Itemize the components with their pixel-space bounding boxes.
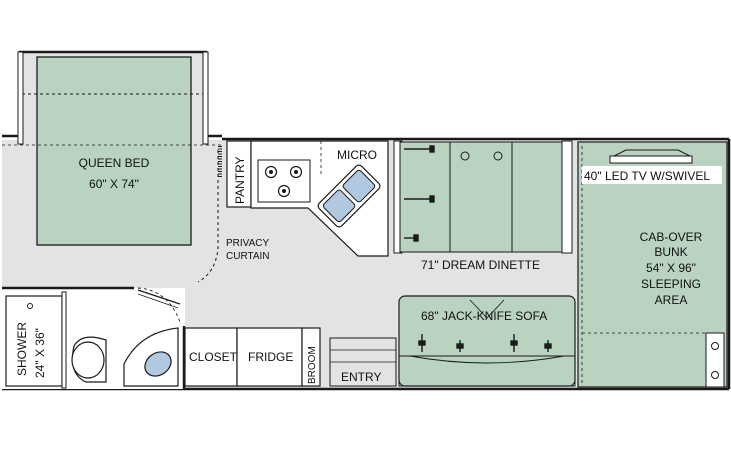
shower-curtain-rod xyxy=(61,291,67,389)
fridge xyxy=(236,327,303,387)
entry-label: ENTRY xyxy=(341,370,381,384)
svg-text:SLEEPING: SLEEPING xyxy=(641,277,701,291)
slideout-wall-left xyxy=(17,51,24,145)
svg-text:CAB-OVER: CAB-OVER xyxy=(640,230,703,244)
sofa-front-line xyxy=(409,355,565,364)
dinette-cupholder xyxy=(493,151,503,161)
burner xyxy=(264,165,278,179)
svg-text:54" X 96": 54" X 96" xyxy=(646,261,696,275)
slideout-wall-right xyxy=(202,51,209,145)
tv-label-bg xyxy=(582,166,722,184)
broom-closet xyxy=(301,327,321,387)
dinette-seat-rear xyxy=(399,141,451,253)
sofa-label: 68" JACK-KNIFE SOFA xyxy=(421,309,547,323)
toilet xyxy=(71,336,107,383)
dash-panel xyxy=(705,332,725,388)
shower xyxy=(5,295,63,387)
dinette-label: 71" DREAM DINETTE xyxy=(421,258,540,272)
shower-size-label: 24" X 36" xyxy=(33,328,47,378)
tv-bracket xyxy=(609,155,693,164)
sofa-seat xyxy=(398,355,576,387)
slideout-wall xyxy=(2,50,222,138)
tv-screen xyxy=(613,149,691,157)
burner xyxy=(277,184,291,198)
svg-text:BUNK: BUNK xyxy=(654,245,687,259)
broom-label: BROOM xyxy=(307,346,318,384)
sofa-back-seams xyxy=(469,299,505,319)
dinette-wall-panel-front xyxy=(561,140,573,254)
dash-knob xyxy=(711,371,719,379)
dash-knob xyxy=(711,342,719,350)
sofa-seatbelts xyxy=(418,334,552,352)
privacy-label: PRIVACY xyxy=(226,238,269,249)
queen-bed-label: QUEEN BED xyxy=(79,156,150,170)
micro-label: MICRO xyxy=(337,148,377,162)
fridge-label: FRIDGE xyxy=(248,350,293,364)
dinette-table xyxy=(449,141,513,253)
queen-bed xyxy=(36,56,192,246)
tv-label: 40" LED TV W/SWIVEL xyxy=(584,169,710,183)
burner xyxy=(289,165,303,179)
bathroom-door-outline xyxy=(137,293,179,309)
dinette-seat-front xyxy=(511,141,563,253)
svg-text:AREA: AREA xyxy=(655,293,688,307)
shower-drain xyxy=(27,303,33,309)
pantry-label: PANTRY xyxy=(233,156,247,204)
bathroom-door xyxy=(137,289,181,305)
bunk-label: CAB-OVER BUNK 54" X 96" SLEEPING AREA xyxy=(640,230,703,307)
sink xyxy=(317,164,381,228)
dinette-cupholder xyxy=(460,151,470,161)
dinette-seatbelts xyxy=(404,145,435,242)
queen-bed-size-label: 60" X 74" xyxy=(89,177,139,191)
stovetop xyxy=(257,159,311,203)
shower-label: SHOWER xyxy=(15,322,29,376)
privacy-curtain-line xyxy=(197,150,219,283)
bathroom-sink xyxy=(123,327,179,387)
curtain-label: CURTAIN xyxy=(226,251,270,262)
closet-label: CLOSET xyxy=(189,350,238,364)
